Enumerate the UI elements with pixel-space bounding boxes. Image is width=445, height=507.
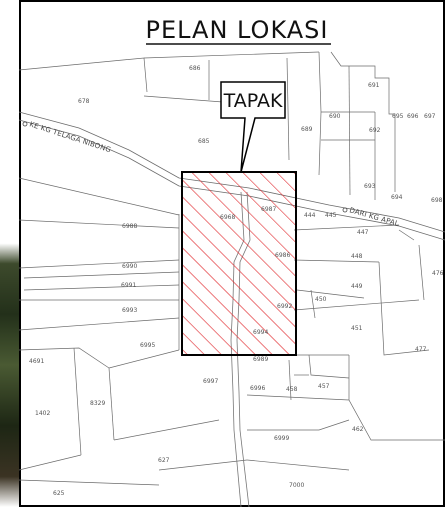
lot-label: 477 [415,346,427,353]
location-plan-map: TAPAK PELAN LOKASI KE KG TELAGA NIBONG D… [19,0,445,507]
location-plan-sheet: TAPAK PELAN LOKASI KE KG TELAGA NIBONG D… [19,0,445,507]
lot-label: 4691 [29,358,44,365]
lot-label: 8329 [90,400,105,407]
lot-label: 458 [286,386,298,393]
lot-label: 697 [424,113,436,120]
lot-label: 445 [325,212,337,219]
lot-label: 690 [329,113,341,120]
lot-label: 6989 [253,356,268,363]
lot-labels: 686 678 685 689 690 691 692 695 696 697 … [29,65,444,497]
tapak-label: TAPAK [223,90,283,112]
lot-label: 6988 [122,223,137,230]
lot-label: 6995 [140,342,155,349]
lot-label: 6986 [275,252,290,259]
lot-label: 6996 [250,385,265,392]
site-hatched-area [182,172,296,355]
lot-label: 627 [158,457,170,464]
lot-label: 691 [368,82,380,89]
lot-label: 1402 [35,410,50,417]
lot-label: 7000 [289,482,304,489]
lot-label: 6997 [203,378,218,385]
lot-label: 476 [432,270,444,277]
lot-label: 625 [53,490,65,497]
lot-label: 696 [407,113,419,120]
site-boundary [181,171,297,356]
lot-label: 692 [369,127,381,134]
lot-label: 451 [351,325,363,332]
lot-label: 450 [315,296,327,303]
lot-label: 695 [392,113,404,120]
lot-label: 462 [352,426,364,433]
lot-label: 447 [357,229,369,236]
lot-boundaries [19,51,445,486]
lot-label: 6999 [274,435,289,442]
lot-label: 693 [364,183,376,190]
lot-label: 444 [304,212,316,219]
lot-label: 6994 [253,329,268,336]
map-frame [19,0,445,507]
lot-label: 6991 [121,282,136,289]
lot-label: 6992 [277,303,292,310]
direction-marker-icon [342,207,348,213]
lot-label: 694 [391,194,403,201]
lot-label: 698 [431,197,443,204]
lot-label: 6990 [122,263,137,270]
road-label-west: KE KG TELAGA NIBONG [22,120,112,154]
svg-text:DARI KG APAL: DARI KG APAL [348,206,399,228]
lot-label: 689 [301,126,313,133]
page-title: PELAN LOKASI [145,16,328,44]
lot-label: 6987 [261,206,276,213]
lot-label: 678 [78,98,90,105]
lot-label: 685 [198,138,210,145]
lot-label: 6968 [220,214,235,221]
lot-label: 457 [318,383,330,390]
lot-label: 449 [351,283,363,290]
background-photo-strip [0,0,19,507]
tapak-callout: TAPAK [220,81,286,173]
lot-label: 6993 [122,307,137,314]
lot-label: 448 [351,253,363,260]
direction-marker-icon [22,121,28,127]
lot-label: 686 [189,65,201,72]
